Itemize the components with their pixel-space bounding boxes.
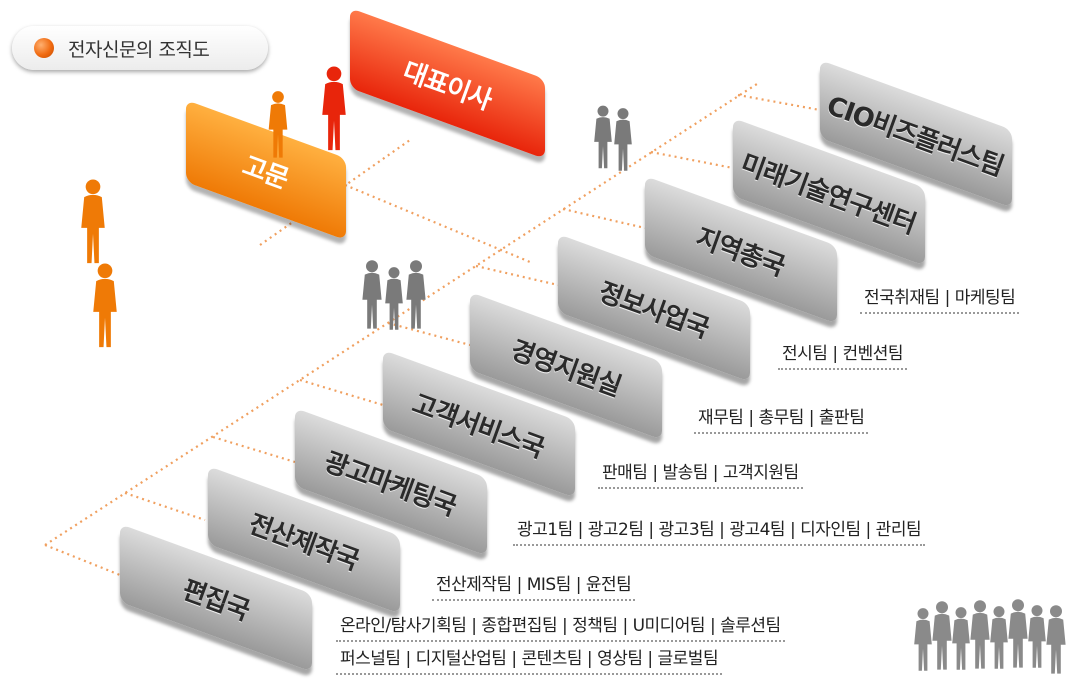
teams-ad-marketing: 광고1팀 | 광고2팀 | 광고3팀 | 광고4팀 | 디자인팀 | 관리팀	[513, 515, 926, 546]
teams-production: 전산제작팀 | MIS팀 | 윤전팀	[432, 570, 636, 601]
staff-group-icon	[362, 105, 632, 330]
teams-customer: 판매팀 | 발송팀 | 고객지원팀	[598, 458, 803, 489]
teams-regional: 전국취재팀 | 마케팅팀	[860, 283, 1020, 314]
teams-management: 재무팀 | 총무팀 | 출판팀	[694, 403, 869, 434]
teams-editorial-1: 온라인/탐사기획팀 | 종합편집팀 | 정책팀 | U미디어팀 | 솔루션팀	[336, 611, 785, 642]
ceo-person-icon	[322, 66, 346, 151]
bullet-icon	[34, 38, 54, 58]
employees-crowd-icon	[914, 599, 1066, 674]
advisor-person-icon	[81, 91, 288, 348]
page-title: 전자신문의 조직도	[68, 38, 210, 61]
title-pill: 전자신문의 조직도	[12, 26, 268, 70]
teams-info-business: 전시팀 | 컨벤션팀	[778, 339, 908, 370]
teams-editorial-2: 퍼스널팀 | 디지털산업팀 | 콘텐츠팀 | 영상팀 | 글로벌팀	[336, 644, 723, 675]
